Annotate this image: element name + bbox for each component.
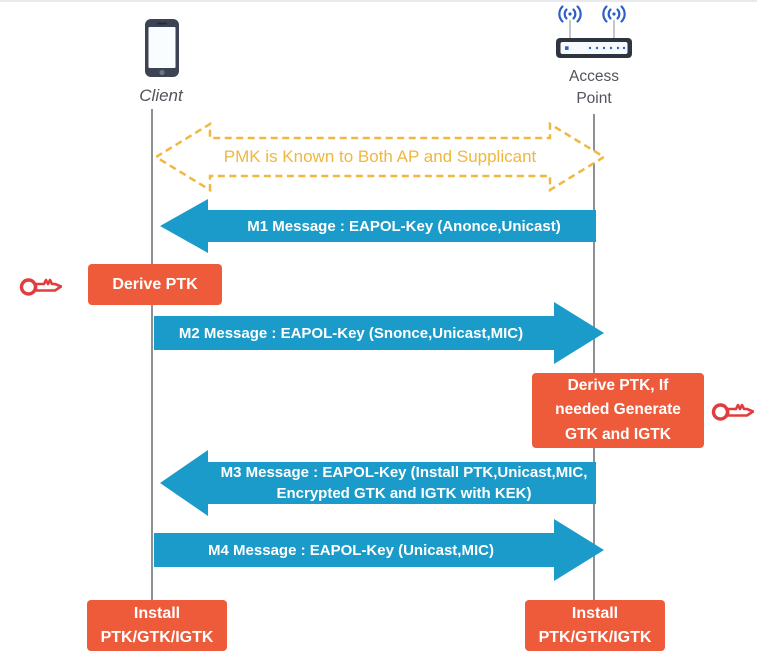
derive-ptk-client-box: Derive PTK <box>88 264 222 305</box>
right-arrow-icon <box>154 519 604 581</box>
message-m4-arrow: M4 Message : EAPOL-Key (Unicast,MIC) <box>154 519 604 581</box>
right-arrow-icon <box>154 302 604 364</box>
wireless-router-icon <box>556 5 632 58</box>
left-arrow-icon <box>160 199 596 253</box>
pmk-banner-label: PMK is Known to Both AP and Supplicant <box>223 147 537 166</box>
key-icon <box>711 403 754 421</box>
left-arrow-icon <box>160 450 596 516</box>
key-icon <box>19 278 62 296</box>
client-label: Client <box>139 86 183 105</box>
install-client-box: Install PTK/GTK/IGTK <box>87 600 227 651</box>
message-m2-arrow: M2 Message : EAPOL-Key (Snonce,Unicast,M… <box>154 302 604 364</box>
dashed-double-arrow-icon <box>156 122 604 192</box>
smartphone-icon <box>145 19 179 77</box>
install-ap-box: Install PTK/GTK/IGTK <box>525 600 665 651</box>
message-m1-arrow: M1 Message : EAPOL-Key (Anonce,Unicast) <box>160 199 596 253</box>
pmk-banner: PMK is Known to Both AP and Supplicant <box>156 122 604 192</box>
message-m3-arrow: M3 Message : EAPOL-Key (Install PTK,Unic… <box>160 450 596 516</box>
derive-ptk-ap-box: Derive PTK, If needed Generate GTK and I… <box>532 373 704 448</box>
access-point-label: Access Point <box>569 68 619 108</box>
access-point-lifeline <box>593 114 595 602</box>
client-lifeline <box>151 109 153 602</box>
